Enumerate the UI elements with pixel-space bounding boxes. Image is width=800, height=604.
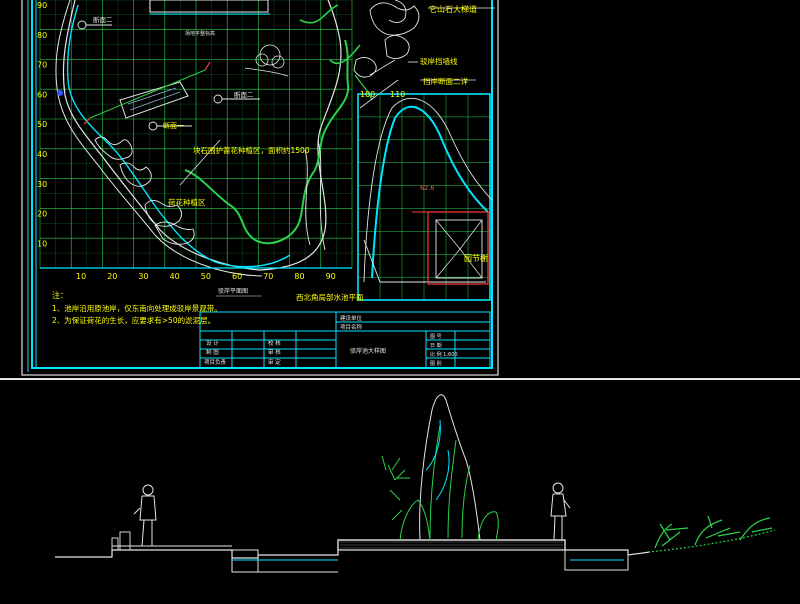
pavilion-outline (435, 219, 483, 279)
right-pool-basin (564, 549, 629, 571)
rockery-elevation (399, 394, 499, 541)
y-tick-label: 80 (37, 31, 47, 40)
sheet-outer-border (21, 0, 499, 376)
shore-outline (62, 0, 342, 271)
y-tick-label: 60 (37, 90, 47, 99)
tb-check: 校 核 (268, 339, 281, 347)
platform-hatch (340, 541, 563, 549)
pavilion-roof-lines (435, 219, 483, 279)
tb-approve: 审 定 (268, 358, 281, 366)
tree-symbol (244, 44, 289, 77)
tb-project-lead: 项目负责 (204, 358, 227, 366)
note-2: 2、为保证荷花的生长，应要求有>50的淤泥层。 (52, 315, 215, 325)
x-tick-label: 40 (170, 272, 180, 281)
x-axis-ticks: 10 20 30 40 50 60 70 80 90 (76, 272, 336, 281)
label-lotus-zone: 荷花种植区 (168, 197, 206, 207)
y-tick-label: 70 (37, 61, 47, 70)
stone-revetment-line (184, 39, 350, 245)
deck-post (111, 537, 119, 551)
notes-heading: 注： (52, 290, 68, 300)
label-stone-stairs: 它山石大梯道 (429, 4, 477, 14)
stone-stair-line (354, 74, 373, 101)
label-section-1: 断面一 (163, 121, 184, 130)
pool-x-axis-ticks: 100 110 (360, 90, 405, 99)
y-tick-label: 90 (37, 1, 47, 10)
tb-scale: 比 例 1:600 (430, 351, 458, 358)
label-section-2: 断面二 (93, 15, 113, 24)
person-figure-right (550, 482, 571, 541)
x-tick-label: 30 (138, 272, 148, 281)
pool-outline (371, 105, 489, 279)
reed-plants-left (381, 455, 410, 521)
x-tick-label: 70 (263, 272, 273, 281)
shrub-cluster-right (647, 515, 776, 553)
x-tick-label: 60 (232, 272, 242, 281)
rock-cluster-left (94, 136, 195, 245)
bank-lines (304, 139, 326, 251)
pavilion-site (427, 211, 489, 285)
tb-project: 项目名称 (340, 323, 363, 331)
ground-line (55, 539, 651, 559)
section-marker-a (77, 20, 112, 30)
central-platform (337, 539, 566, 551)
pool-x-tick-label: 100 (360, 90, 375, 99)
water-edge-line (66, 4, 291, 268)
tb-unit: 建设单位 (340, 314, 363, 322)
y-tick-label: 50 (37, 120, 47, 129)
label-elevation: 62.6 (420, 184, 434, 192)
y-tick-label: 20 (37, 210, 47, 219)
revetment-segment (299, 4, 361, 65)
tb-review: 审 核 (268, 348, 281, 356)
pool-outer-edge (363, 97, 493, 283)
pool-base-line (363, 239, 486, 283)
sheet-separator (0, 378, 800, 380)
y-tick-label: 10 (37, 239, 47, 248)
tb-drawing-name: 驳岸池大样图 (350, 347, 386, 355)
tb-date: 日 期 (430, 343, 442, 349)
plan-grid (39, 0, 353, 269)
label-flower-zone: 块石围护蔷花种植区，面积约1500 (193, 145, 310, 155)
pool-x-tick-label: 110 (390, 90, 405, 99)
title-block (199, 311, 491, 369)
tb-drafting: 制 图 (206, 348, 219, 356)
label-shore-plan: 驳岸平面图 (218, 287, 248, 295)
origin-point-marker (57, 90, 63, 96)
label-tiny-note: 场地平整标高 (185, 30, 215, 37)
x-tick-label: 50 (201, 272, 211, 281)
section-cut-marks (83, 61, 211, 125)
label-section-2-left: 断面二 (234, 90, 254, 99)
label-section-2-mark: 挡岸断面二详 (423, 76, 468, 86)
y-tick-label: 30 (37, 180, 47, 189)
y-axis-ticks: 90 80 70 60 50 40 30 20 10 (37, 1, 47, 248)
top-building (149, 0, 269, 13)
label-pavilion: 园节榭 (464, 253, 488, 263)
tb-design: 设 计 (206, 339, 219, 347)
person-figure-left (133, 484, 157, 547)
section-marker-c (148, 121, 192, 131)
x-tick-label: 20 (107, 272, 117, 281)
section-cut-line (89, 69, 206, 119)
rock-cluster-top (353, 0, 420, 78)
x-tick-label: 10 (76, 272, 86, 281)
label-wall-line: 驳岸挡墙线 (420, 56, 458, 66)
tb-drawing-no: 图 号 (430, 334, 442, 340)
pool-plan-frame (357, 93, 491, 301)
tb-stage: 图 别 (430, 360, 442, 367)
section-marker-b (213, 94, 260, 104)
note-1: 1、池岸沿用原池岸，仅东南向处理成驳岸景观带。 (52, 303, 222, 313)
label-pool-plan: 西北角局部水池平面 (296, 292, 364, 302)
y-tick-label: 40 (37, 150, 47, 159)
shore-outline-outer (55, 0, 263, 277)
left-pool-basin (231, 549, 259, 573)
deck-box (119, 531, 131, 551)
section-elevation (55, 394, 776, 573)
x-tick-label: 80 (294, 272, 304, 281)
section-strip-1 (119, 81, 189, 119)
x-tick-label: 90 (326, 272, 336, 281)
